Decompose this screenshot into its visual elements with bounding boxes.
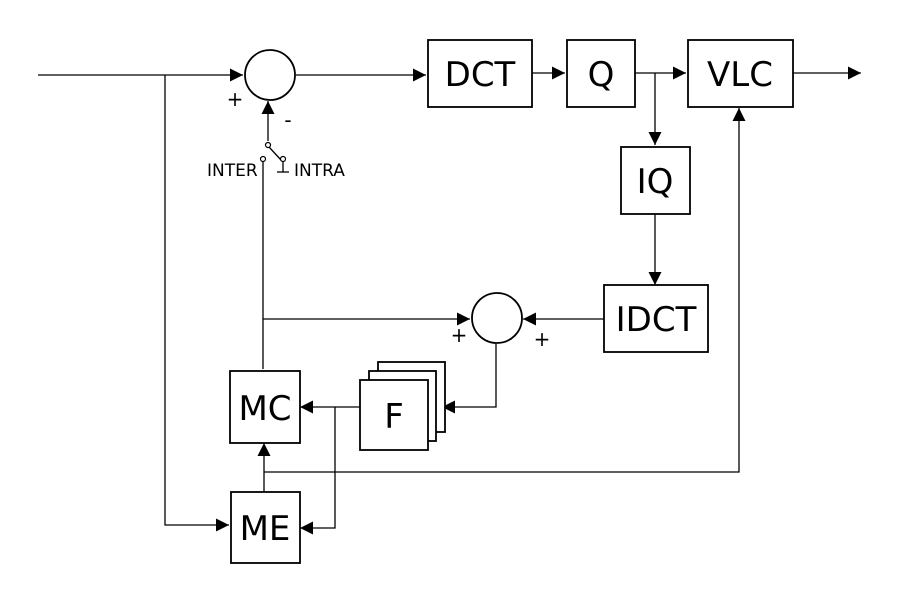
me-block — [230, 491, 301, 564]
summer-bottom-right-plus-sign: + — [534, 327, 551, 351]
summer-top — [244, 49, 296, 101]
mv-to-vlc-line — [264, 108, 746, 473]
f-label: F — [384, 397, 404, 437]
q-block — [566, 39, 636, 108]
f-block — [359, 379, 429, 451]
me-label: ME — [240, 509, 291, 549]
vlc-block — [687, 39, 794, 108]
iq-label: IQ — [637, 162, 674, 202]
inter-intra-switch — [259, 101, 289, 173]
summer-top-minus-sign: - — [284, 108, 291, 132]
input-to-me-line — [164, 75, 229, 532]
frame-store-stack — [359, 361, 446, 451]
idct-block — [603, 284, 709, 353]
f-to-me-line — [300, 407, 336, 535]
switch-inter-label: INTER — [207, 161, 258, 181]
summer-bottom-left-plus-sign: + — [451, 323, 468, 347]
mc-label: MC — [238, 389, 291, 429]
summer-bottom — [471, 292, 523, 344]
q-label: Q — [588, 55, 615, 95]
dct-label: DCT — [445, 55, 516, 95]
summer-to-f-line — [442, 344, 497, 414]
switch-intra-label: INTRA — [294, 161, 345, 181]
summer-top-plus-sign: + — [227, 87, 244, 111]
dct-block — [427, 39, 533, 108]
iq-block — [620, 146, 691, 215]
idct-label: IDCT — [616, 300, 697, 340]
mc-block — [229, 370, 301, 444]
vlc-label: VLC — [707, 55, 773, 95]
